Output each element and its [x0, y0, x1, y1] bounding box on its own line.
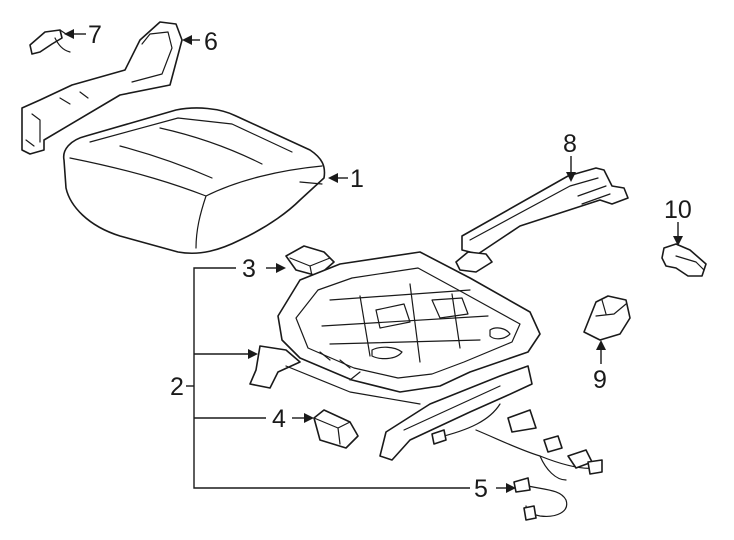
rear-track-cover-icon — [583, 295, 631, 341]
control-module-icon — [313, 409, 359, 449]
callout-4: 4 — [272, 405, 286, 433]
track-cover-icon — [455, 167, 629, 273]
track-end-cap-icon — [661, 243, 707, 277]
trim-cover-icon — [29, 29, 71, 55]
callout-5: 5 — [474, 475, 488, 503]
callout-9: 9 — [593, 366, 607, 394]
callout-8: 8 — [563, 130, 577, 158]
callout-1: 1 — [350, 165, 364, 193]
callout-10: 10 — [664, 196, 692, 224]
callout-2: 2 — [170, 373, 184, 401]
seat-frame-track-icon — [249, 251, 541, 461]
sensor-module-icon — [285, 245, 335, 277]
callout-7: 7 — [88, 21, 102, 49]
callout-6: 6 — [204, 28, 218, 56]
callout-3: 3 — [242, 255, 256, 283]
wiring-harness-icon — [431, 403, 603, 521]
seat-cushion-icon — [62, 107, 326, 255]
callout-labels: 7 6 1 8 10 3 2 9 4 5 — [88, 21, 692, 503]
leader-lines — [64, 29, 683, 493]
